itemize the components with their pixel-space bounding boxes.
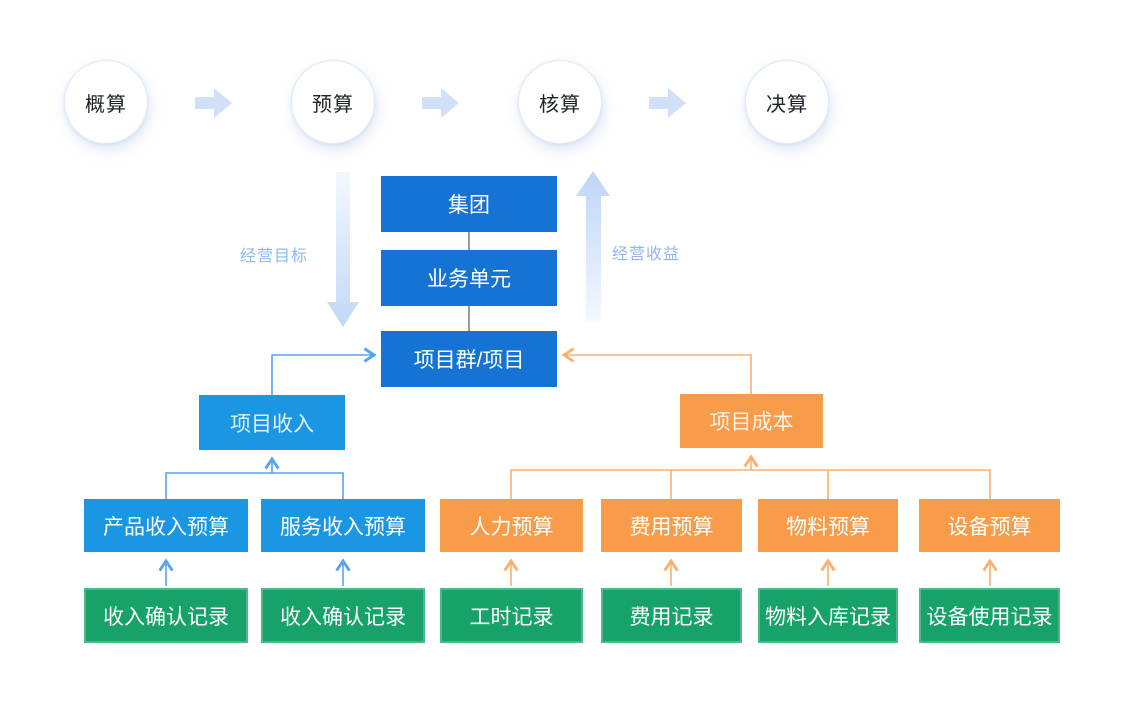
record-box-income-confirm-2: 收入确认记录	[261, 588, 425, 643]
cost-parent-box: 项目成本	[680, 394, 823, 448]
org-box-business-unit: 业务单元	[381, 250, 557, 306]
stage-right-arrow-icon	[649, 88, 686, 118]
org-box-project: 项目群/项目	[381, 331, 557, 387]
goal-down-arrow-icon	[327, 172, 359, 327]
budget-box-equipment: 设备预算	[919, 499, 1060, 552]
benefit-flow-label: 经营收益	[612, 246, 681, 263]
org-box-group: 集团	[381, 176, 557, 232]
record-box-material-inbound: 物料入库记录	[758, 588, 898, 643]
stage-circle-estimate: 概算	[64, 60, 148, 144]
record-box-timesheet: 工时记录	[440, 588, 583, 643]
budget-box-labor: 人力预算	[440, 499, 583, 552]
budget-box-material: 物料预算	[758, 499, 898, 552]
income-parent-box: 项目收入	[199, 395, 345, 450]
stage-circle-final: 决算	[745, 60, 829, 144]
benefit-up-arrow-icon	[576, 171, 610, 321]
budget-box-product-income: 产品收入预算	[84, 499, 248, 552]
stage-right-arrow-icon	[195, 88, 232, 118]
stage-circle-budget: 预算	[291, 60, 375, 144]
record-box-expense: 费用记录	[601, 588, 742, 643]
budget-box-service-income: 服务收入预算	[261, 499, 425, 552]
stage-circle-accounting: 核算	[518, 60, 602, 144]
record-box-income-confirm-1: 收入确认记录	[84, 588, 248, 643]
budget-box-expense: 费用预算	[601, 499, 742, 552]
goal-flow-label: 经营目标	[240, 248, 309, 265]
record-box-equipment-usage: 设备使用记录	[919, 588, 1060, 643]
stage-right-arrow-icon	[422, 88, 459, 118]
